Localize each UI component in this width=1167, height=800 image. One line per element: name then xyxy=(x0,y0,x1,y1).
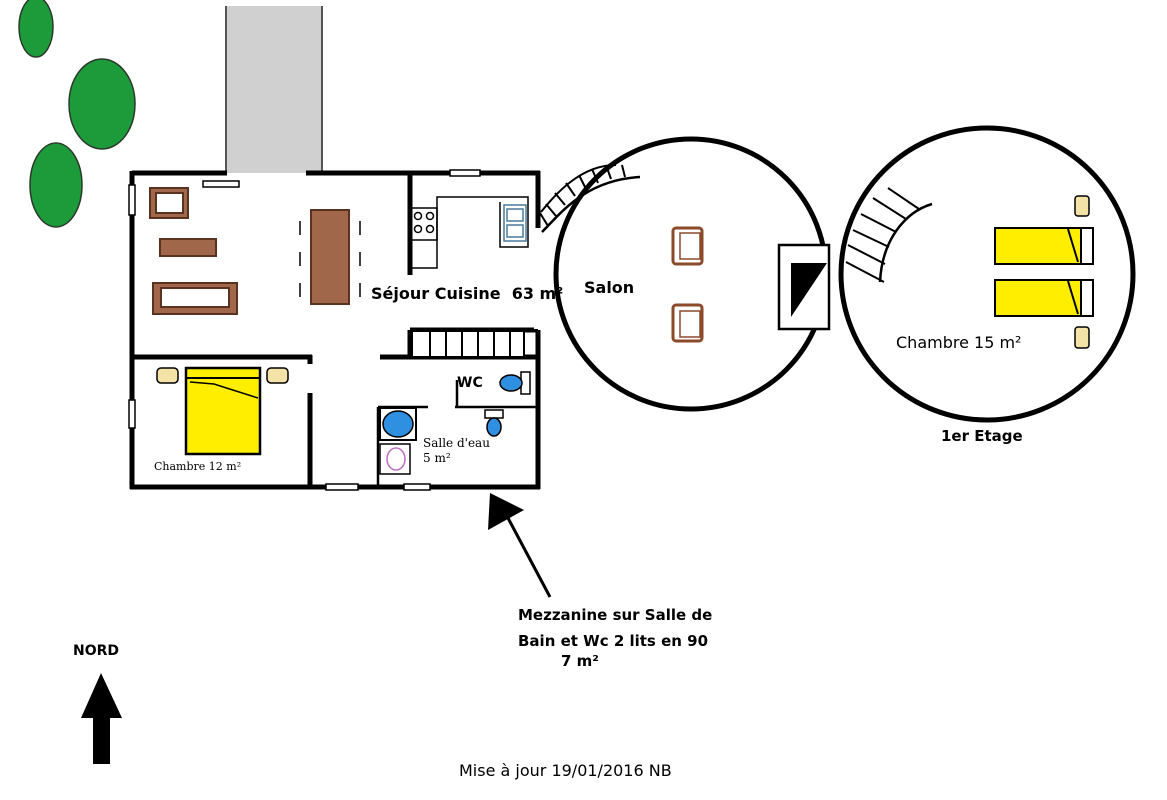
sejour-furniture xyxy=(149,187,350,315)
label-salon: Salon xyxy=(584,278,634,297)
nightstands-12 xyxy=(156,367,289,384)
label-chambre-12: Chambre 12 m² xyxy=(154,460,241,473)
spiral-stair-chambre xyxy=(845,187,933,283)
label-mezzanine-line3: 7 m² xyxy=(561,652,599,670)
fireplace xyxy=(777,243,831,331)
label-salle-eau: Salle d'eau xyxy=(423,436,490,450)
nightstands-15 xyxy=(1074,195,1090,349)
table-chairs xyxy=(299,221,361,297)
salon-armchairs xyxy=(671,226,704,343)
tree-2 xyxy=(68,58,136,150)
double-bed xyxy=(184,366,262,456)
paved-path xyxy=(227,6,322,173)
tree-3 xyxy=(29,142,83,228)
label-mezzanine-line2: Bain et Wc 2 lits en 90 xyxy=(518,632,708,650)
spiral-stair-salon xyxy=(539,164,641,233)
label-nord: NORD xyxy=(73,643,119,659)
label-sejour-cuisine: Séjour Cuisine 63 m² xyxy=(371,284,563,303)
straight-stair xyxy=(411,330,525,358)
single-beds xyxy=(994,227,1094,317)
tree-1 xyxy=(18,0,54,58)
kitchen-counter xyxy=(410,196,529,269)
north-arrow-icon xyxy=(81,673,122,764)
label-chambre-15: Chambre 15 m² xyxy=(896,333,1021,352)
label-update-date: Mise à jour 19/01/2016 NB xyxy=(459,761,672,780)
windows xyxy=(128,169,481,491)
bathroom-fixtures xyxy=(379,371,531,475)
trees xyxy=(18,0,136,228)
mezzanine-pointer-arrow xyxy=(488,493,552,598)
label-salle-eau-area: 5 m² xyxy=(423,451,451,465)
label-mezzanine-line1: Mezzanine sur Salle de xyxy=(518,606,712,624)
label-1er-etage: 1er Etage xyxy=(941,427,1023,445)
label-wc: WC xyxy=(457,375,483,391)
chambre-round-room xyxy=(838,125,1136,423)
